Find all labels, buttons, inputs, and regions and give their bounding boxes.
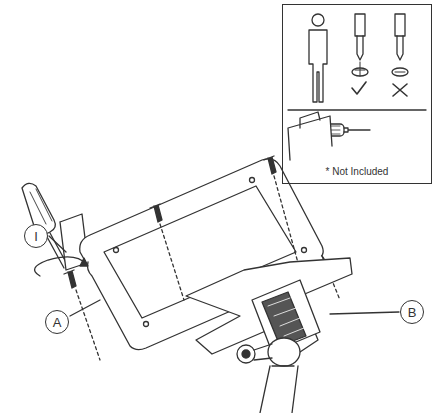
- hook-top: [288, 112, 332, 160]
- leader-line: [70, 300, 100, 316]
- note-text: * Not Included: [326, 166, 389, 177]
- callout-letter: I: [24, 224, 48, 248]
- callout-text: A: [53, 316, 62, 329]
- callout-letter: B: [400, 300, 424, 324]
- screws: [35, 156, 340, 360]
- leader-line: [330, 312, 399, 314]
- vesa-mount: [186, 258, 352, 413]
- leader-line: [49, 236, 66, 252]
- callout-text: B: [408, 306, 417, 319]
- callout-text: I: [34, 230, 38, 243]
- inset-box: * Not Included: [282, 4, 432, 184]
- callout-letter: A: [45, 310, 69, 334]
- bracket-plate: [80, 159, 326, 350]
